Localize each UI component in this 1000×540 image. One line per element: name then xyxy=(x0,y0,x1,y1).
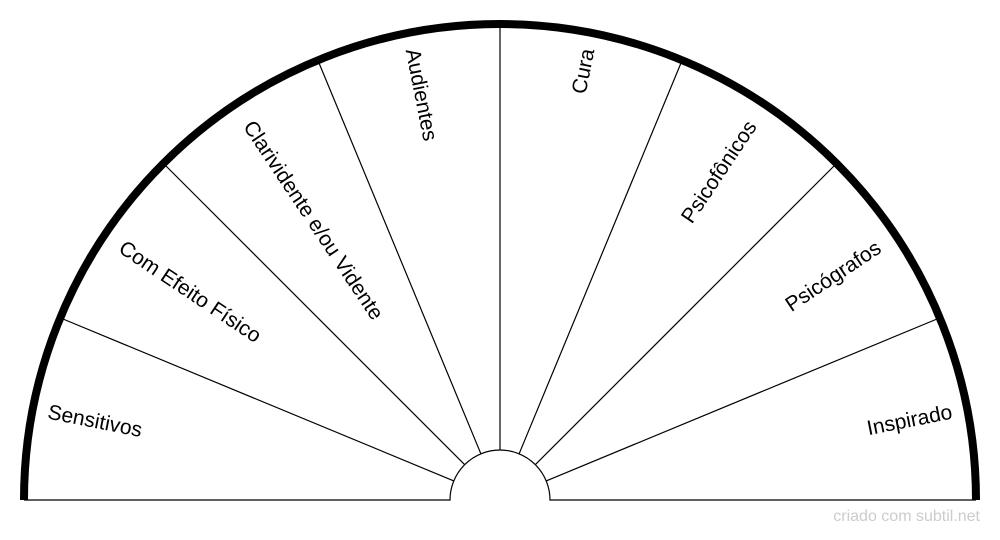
watermark-text: criado com subtil.net xyxy=(833,508,980,525)
segment-dividers xyxy=(62,27,938,482)
segment-label-com-efeito-fisico: Com Efeito Físico xyxy=(115,236,266,347)
segment-label-clarividente: Clarividente e/ou Vidente xyxy=(238,117,387,325)
segment-label-sensitivos: Sensitivos xyxy=(46,401,144,442)
segment-divider xyxy=(545,318,938,482)
segment-label-psicografos: Psicógrafos xyxy=(781,236,885,316)
segment-label-audientes: Audientes xyxy=(401,47,442,143)
segment-divider xyxy=(534,165,835,466)
outer-arc xyxy=(20,20,980,501)
segment-label-psicofonicos: Psicofônicos xyxy=(677,117,762,228)
baseline xyxy=(24,449,976,501)
segment-divider xyxy=(318,62,482,455)
segment-label-cura: Cura xyxy=(568,46,600,95)
segment-label-inspirado: Inspirado xyxy=(865,401,954,440)
segment-divider xyxy=(518,62,682,455)
segment-divider xyxy=(165,165,466,466)
segment-divider xyxy=(62,318,455,482)
